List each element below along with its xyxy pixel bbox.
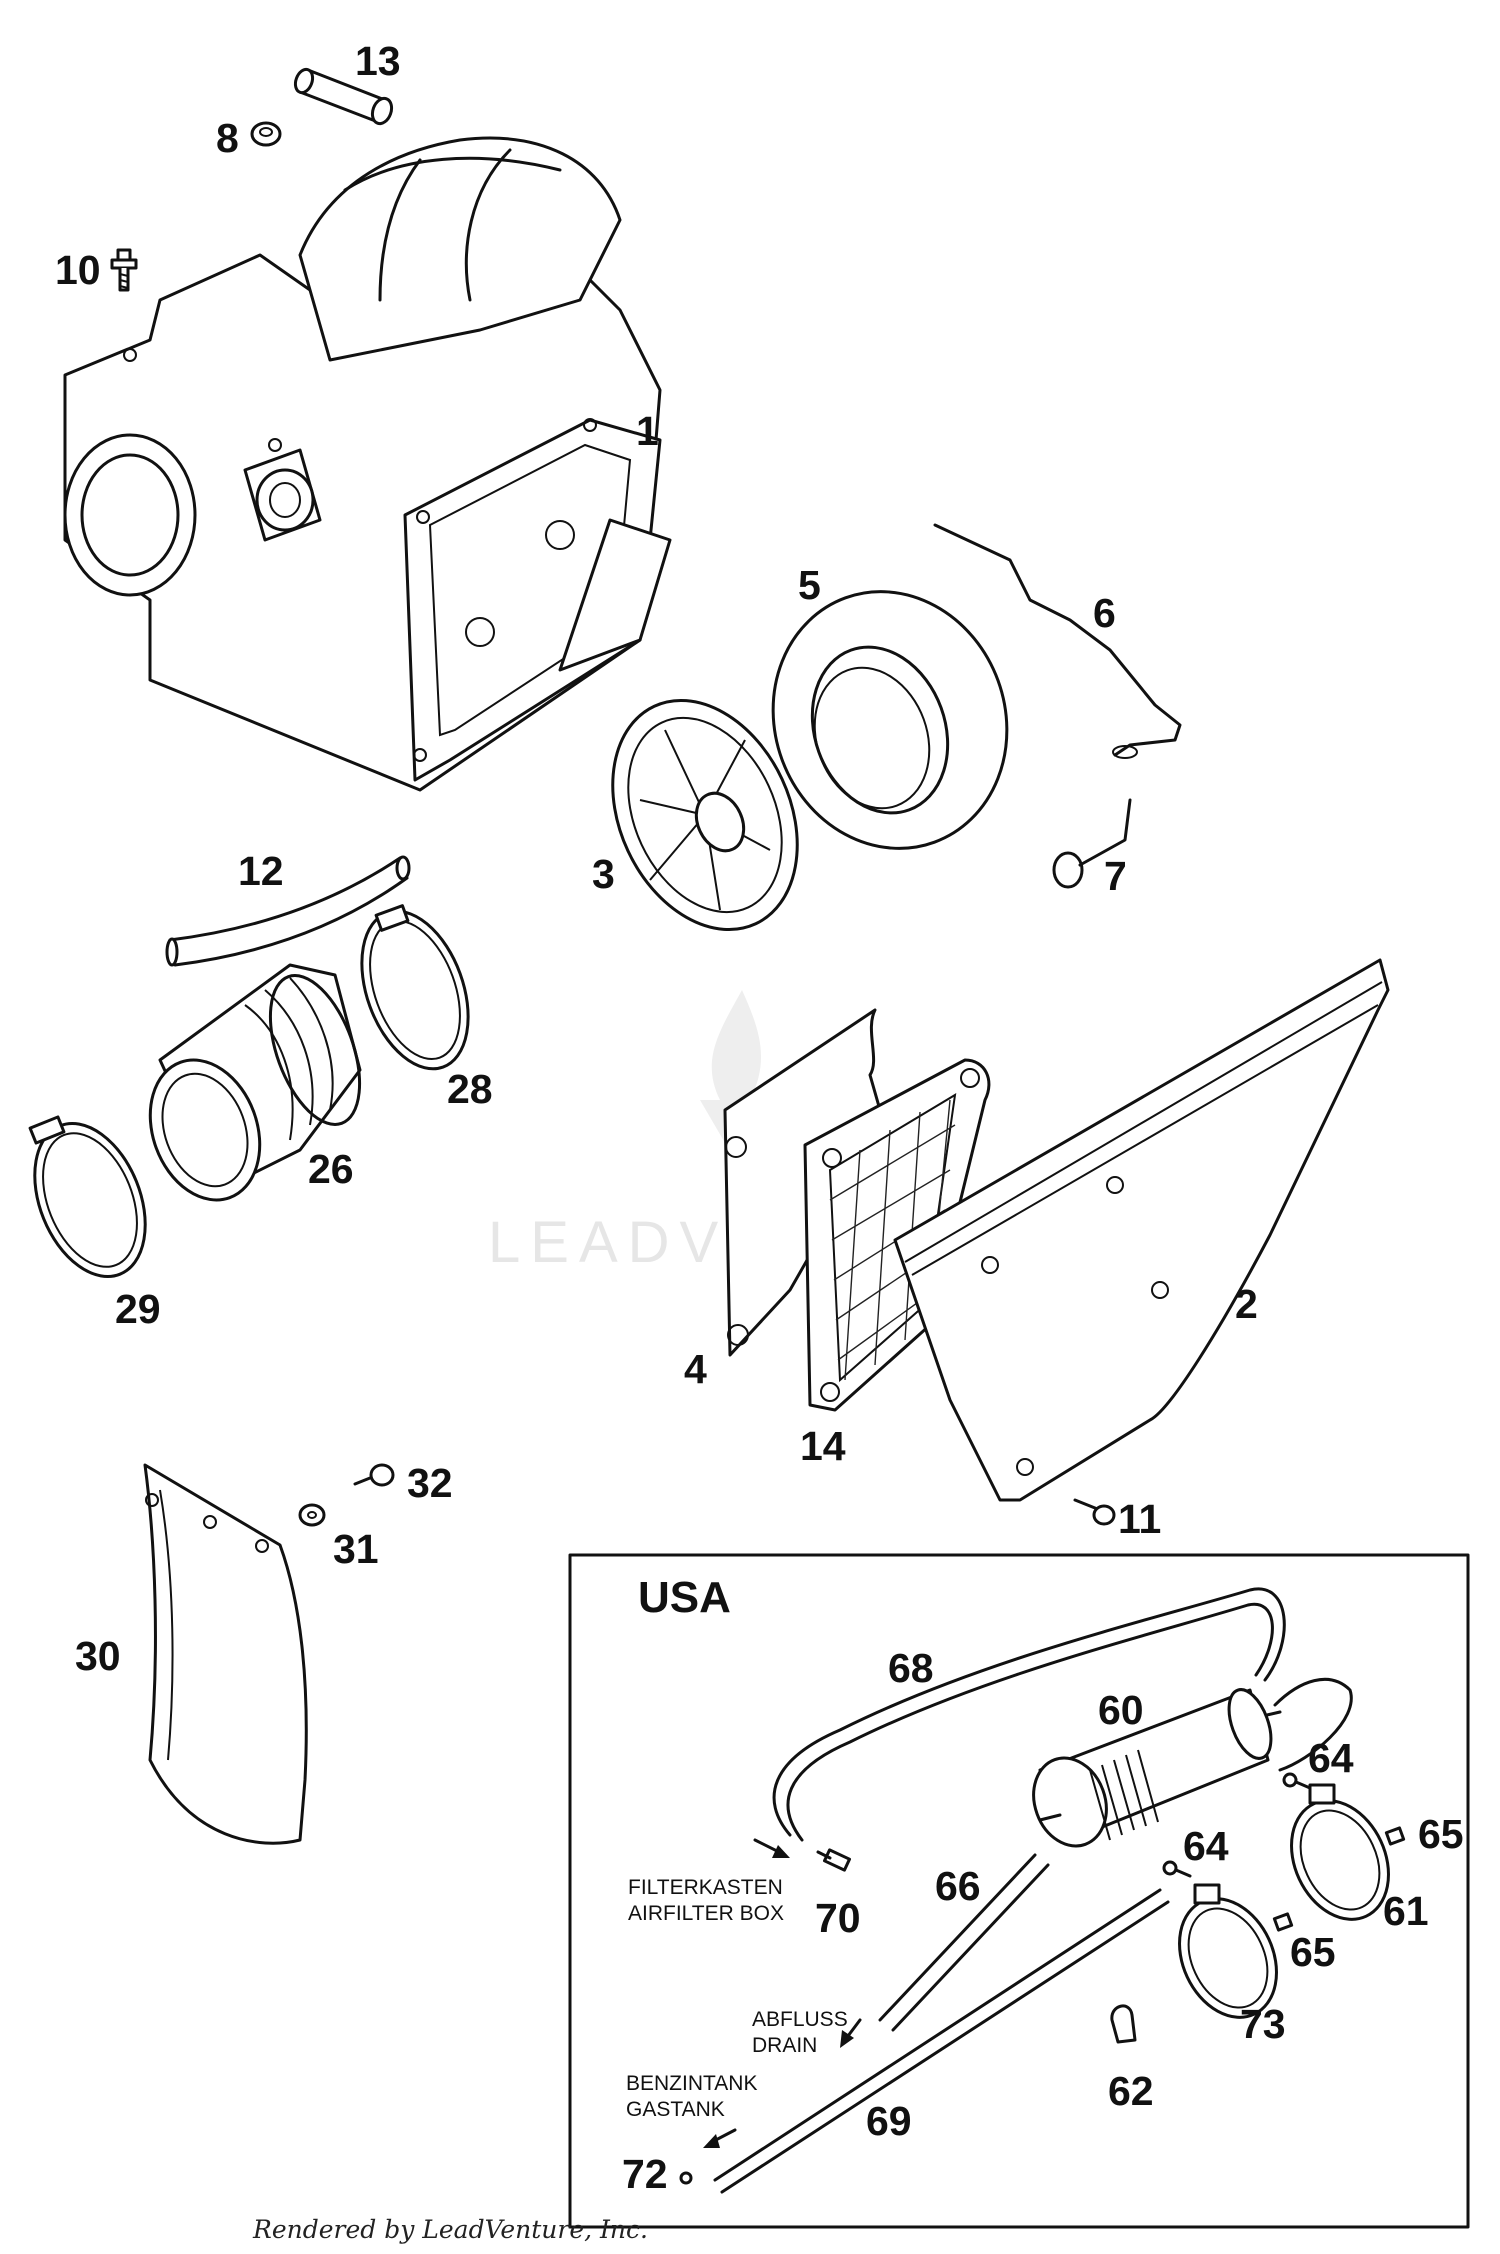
part-number-labels: 13 8 10 1 5 6 3 7 12 28 26 29 2 4 14 11 … (55, 38, 1464, 2197)
label-61: 61 (1383, 1888, 1429, 1934)
part-73-clamp[interactable] (1161, 1883, 1295, 2033)
label-70: 70 (815, 1895, 861, 1941)
label-14: 14 (800, 1423, 846, 1469)
label-7: 7 (1104, 853, 1127, 899)
part-69-hose[interactable] (713, 1888, 1162, 2182)
part-70-fitting[interactable] (816, 1848, 852, 1872)
label-60: 60 (1098, 1687, 1144, 1733)
part-60-canister[interactable] (1022, 1684, 1282, 1856)
label-65b: 65 (1290, 1929, 1336, 1975)
part-62-clip[interactable] (1110, 2004, 1137, 2044)
label-73: 73 (1240, 2001, 1286, 2047)
label-72: 72 (622, 2151, 668, 2197)
label-64b: 64 (1183, 1823, 1229, 1869)
label-8: 8 (216, 115, 239, 161)
label-abfluss: ABFLUSS (752, 2008, 848, 2031)
part-5-filter-foam[interactable] (737, 559, 1042, 882)
part-8-grommet[interactable] (250, 121, 282, 147)
part-7-pin[interactable] (1052, 798, 1132, 889)
label-10: 10 (55, 247, 101, 293)
label-31: 31 (333, 1526, 379, 1572)
label-4: 4 (684, 1346, 707, 1392)
part-6-wire-clip[interactable] (933, 523, 1182, 759)
part-30-mud-flap[interactable] (143, 1463, 308, 1845)
part-64-screw-b[interactable] (1162, 1860, 1192, 1878)
label-30: 30 (75, 1633, 121, 1679)
part-10-screw[interactable] (110, 248, 138, 292)
label-28: 28 (447, 1066, 493, 1112)
label-13: 13 (355, 38, 401, 84)
part-1-airbox[interactable] (63, 136, 672, 792)
part-32-screw[interactable] (353, 1463, 395, 1487)
part-14-mesh-frame[interactable] (803, 1058, 991, 1412)
label-29: 29 (115, 1286, 161, 1332)
label-66: 66 (935, 1863, 981, 1909)
label-filterkasten: FILTERKASTEN (628, 1876, 783, 1899)
label-68: 68 (888, 1645, 934, 1691)
label-drain: DRAIN (752, 2034, 817, 2057)
part-3-filter-cage[interactable] (577, 670, 833, 959)
label-gastank: GASTANK (626, 2098, 725, 2121)
label-12: 12 (238, 848, 284, 894)
usa-inset: USA (568, 1553, 1470, 2229)
part-11-screw[interactable] (1073, 1498, 1116, 1526)
label-6: 6 (1093, 590, 1116, 636)
label-26: 26 (308, 1146, 354, 1192)
part-26-rubber-boot[interactable] (132, 963, 378, 1216)
part-68-hose[interactable] (772, 1587, 1286, 1837)
label-2: 2 (1235, 1281, 1258, 1327)
part-13-tube[interactable] (292, 67, 395, 126)
label-5: 5 (798, 562, 821, 608)
part-66-hose[interactable] (878, 1853, 1037, 2022)
label-69: 69 (866, 2098, 912, 2144)
label-3: 3 (592, 851, 615, 897)
part-31-washer[interactable] (298, 1503, 326, 1527)
label-airfilter-box: AIRFILTER BOX (628, 1902, 784, 1925)
part-65-nut-b[interactable] (1272, 1912, 1294, 1932)
label-62: 62 (1108, 2068, 1154, 2114)
label-65a: 65 (1418, 1811, 1464, 1857)
label-64a: 64 (1308, 1735, 1354, 1781)
label-32: 32 (407, 1460, 453, 1506)
label-11: 11 (1118, 1496, 1161, 1542)
part-65-nut-a[interactable] (1384, 1826, 1406, 1846)
part-28-clamp[interactable] (342, 897, 488, 1084)
part-64-screw-a[interactable] (1282, 1772, 1312, 1790)
part-29-clamp[interactable] (14, 1107, 167, 1293)
usa-title: USA (638, 1573, 731, 1622)
label-1: 1 (636, 408, 659, 454)
part-12-hose[interactable] (165, 855, 411, 967)
part-72-fitting[interactable] (679, 2171, 693, 2185)
part-61-clamp[interactable] (1273, 1783, 1407, 1935)
label-benzintank: BENZINTANK (626, 2072, 757, 2095)
part-2-side-cover[interactable] (893, 958, 1390, 1502)
footer-credit: Rendered by LeadVenture, Inc. (252, 2215, 648, 2244)
